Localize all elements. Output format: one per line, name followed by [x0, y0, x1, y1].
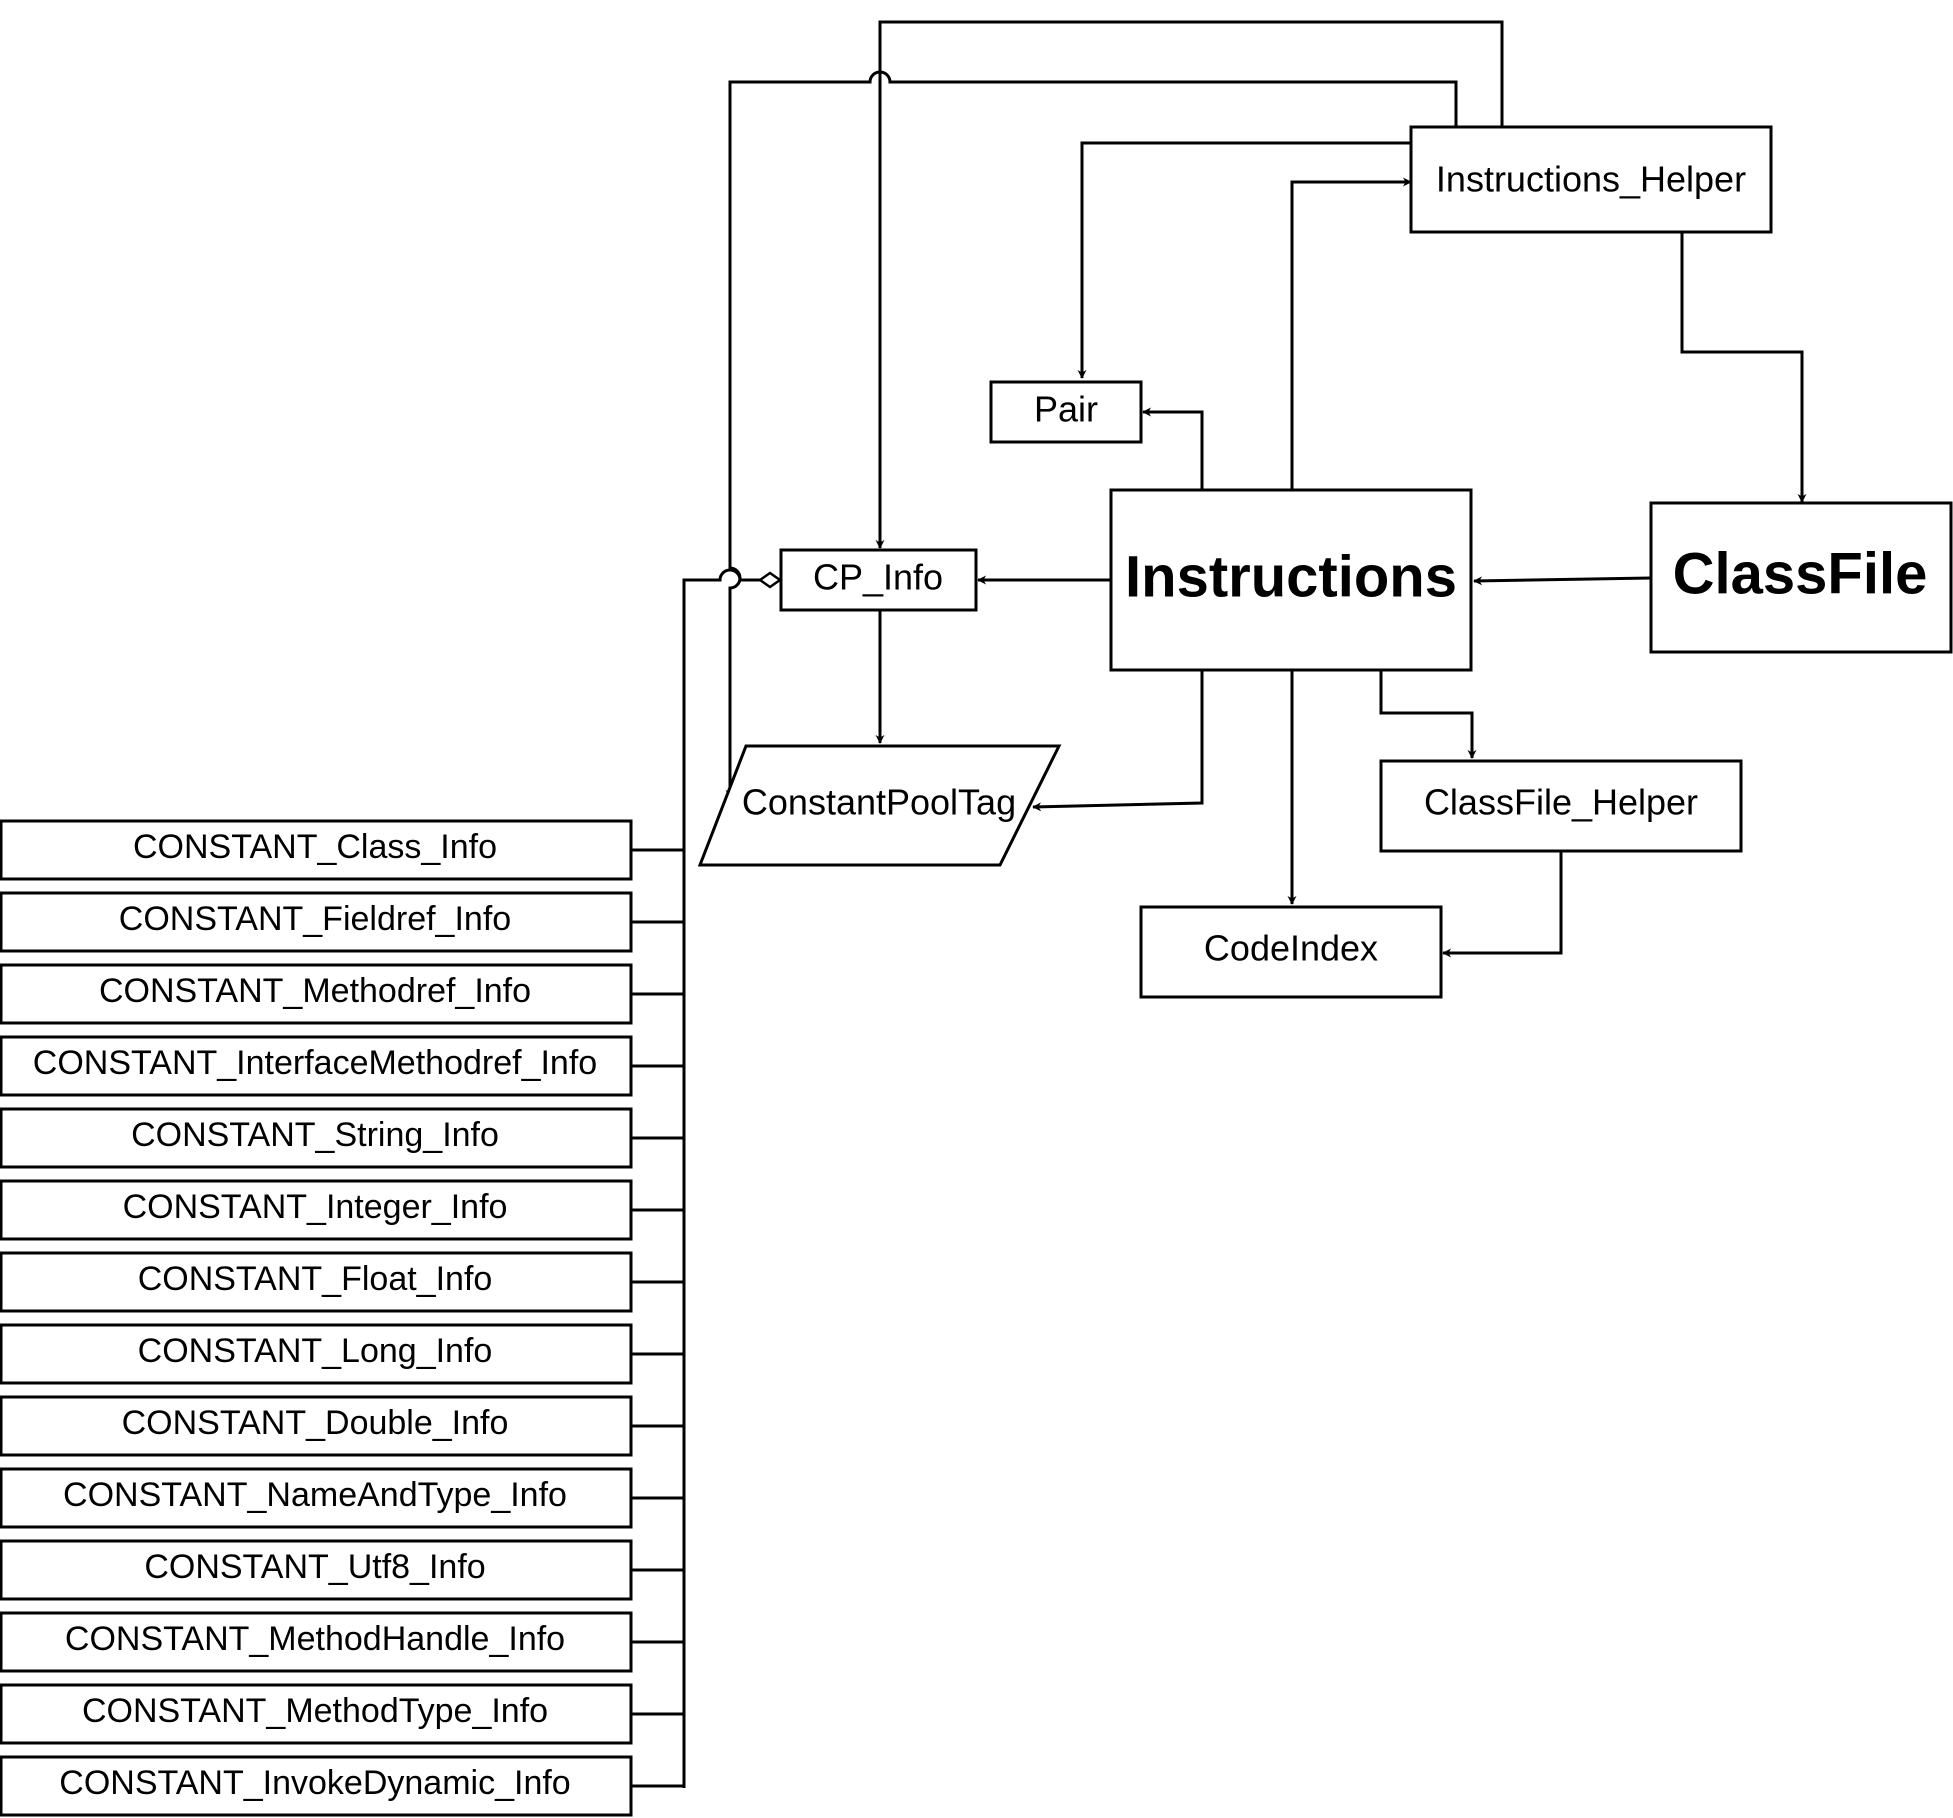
constant-info-box[interactable]: CONSTANT_NameAndType_Info	[0, 1467, 633, 1529]
bus-connectors	[631, 848, 684, 1788]
constant-info-box[interactable]: CONSTANT_Methodref_Info	[0, 963, 633, 1025]
constant-info-label: CONSTANT_Double_Info	[122, 1404, 509, 1442]
edge-instructions-to-pair	[1142, 407, 1204, 490]
constant-info-label: CONSTANT_InterfaceMethodref_Info	[33, 1044, 597, 1082]
constant-info-label: CONSTANT_Utf8_Info	[144, 1548, 485, 1586]
constant-info-box[interactable]: CONSTANT_Double_Info	[0, 1395, 633, 1457]
node-label: ConstantPoolTag	[742, 782, 1016, 823]
edge-classfile-to-instructions	[1473, 576, 1652, 586]
constant-info-label: CONSTANT_NameAndType_Info	[63, 1476, 567, 1514]
constant-info-box[interactable]: CONSTANT_String_Info	[0, 1107, 633, 1169]
edge-helper-to-pair	[1077, 141, 1411, 379]
edge-instructions-to-classfilehelper	[1379, 671, 1477, 759]
node-classfile-helper[interactable]: ClassFile_Helper	[1379, 759, 1743, 853]
node-label: CodeIndex	[1204, 928, 1378, 969]
edge-constants-bus	[682, 568, 760, 1788]
edge-helper-to-constantpooltag	[725, 70, 1458, 799]
node-label: ClassFile	[1673, 542, 1928, 607]
node-label: Instructions_Helper	[1436, 159, 1746, 200]
constant-info-box[interactable]: CONSTANT_MethodType_Info	[0, 1683, 633, 1745]
node-cp-info[interactable]: CP_Info	[779, 548, 978, 612]
constant-info-box[interactable]: CONSTANT_Utf8_Info	[0, 1539, 633, 1601]
node-label: CP_Info	[813, 557, 943, 598]
constant-info-label: CONSTANT_Float_Info	[138, 1260, 493, 1298]
constant-info-label: CONSTANT_Integer_Info	[123, 1188, 508, 1226]
constant-info-box[interactable]: CONSTANT_Fieldref_Info	[0, 891, 633, 953]
node-label: Instructions	[1125, 545, 1457, 610]
node-instructions[interactable]: Instructions	[1109, 488, 1473, 672]
constant-info-label: CONSTANT_Fieldref_Info	[119, 900, 511, 938]
edge-instructions-to-constantpooltag	[1032, 671, 1204, 812]
constant-info-box[interactable]: CONSTANT_Float_Info	[0, 1251, 633, 1313]
constant-info-label: CONSTANT_MethodType_Info	[82, 1692, 548, 1730]
constant-info-box[interactable]: CONSTANT_Long_Info	[0, 1323, 633, 1385]
constant-info-label: CONSTANT_String_Info	[131, 1116, 499, 1154]
edge-instructions-to-helper	[1290, 177, 1412, 490]
edge-helper-to-cpinfo	[875, 20, 1504, 549]
node-codeindex[interactable]: CodeIndex	[1139, 905, 1443, 999]
node-label: ClassFile_Helper	[1424, 782, 1698, 823]
edge-helper-to-classfile	[1680, 233, 1807, 503]
constant-info-label: CONSTANT_Class_Info	[133, 828, 497, 866]
node-pair[interactable]: Pair	[989, 380, 1143, 444]
constant-info-label: CONSTANT_InvokeDynamic_Info	[59, 1764, 570, 1802]
aggregation-diamond	[757, 571, 783, 589]
constant-info-box[interactable]: CONSTANT_Integer_Info	[0, 1179, 633, 1241]
node-label: Pair	[1034, 389, 1098, 430]
constant-info-box[interactable]: CONSTANT_InvokeDynamic_Info	[0, 1755, 633, 1817]
node-instructions-helper[interactable]: Instructions_Helper	[1409, 125, 1773, 234]
constant-info-label: CONSTANT_Long_Info	[138, 1332, 493, 1370]
constant-info-box[interactable]: CONSTANT_Class_Info	[0, 819, 633, 881]
constant-info-label: CONSTANT_Methodref_Info	[99, 972, 531, 1010]
node-constantpooltag[interactable]: ConstantPoolTag	[697, 744, 1062, 867]
constant-info-label: CONSTANT_MethodHandle_Info	[65, 1620, 565, 1658]
constant-info-box[interactable]: CONSTANT_InterfaceMethodref_Info	[0, 1035, 633, 1097]
edge-classfilehelper-to-codeindex	[1442, 851, 1563, 958]
constant-info-box[interactable]: CONSTANT_MethodHandle_Info	[0, 1611, 633, 1673]
edges	[631, 20, 1807, 1788]
node-classfile[interactable]: ClassFile	[1649, 501, 1953, 654]
constants-list: CONSTANT_Class_InfoCONSTANT_Fieldref_Inf…	[0, 819, 633, 1817]
